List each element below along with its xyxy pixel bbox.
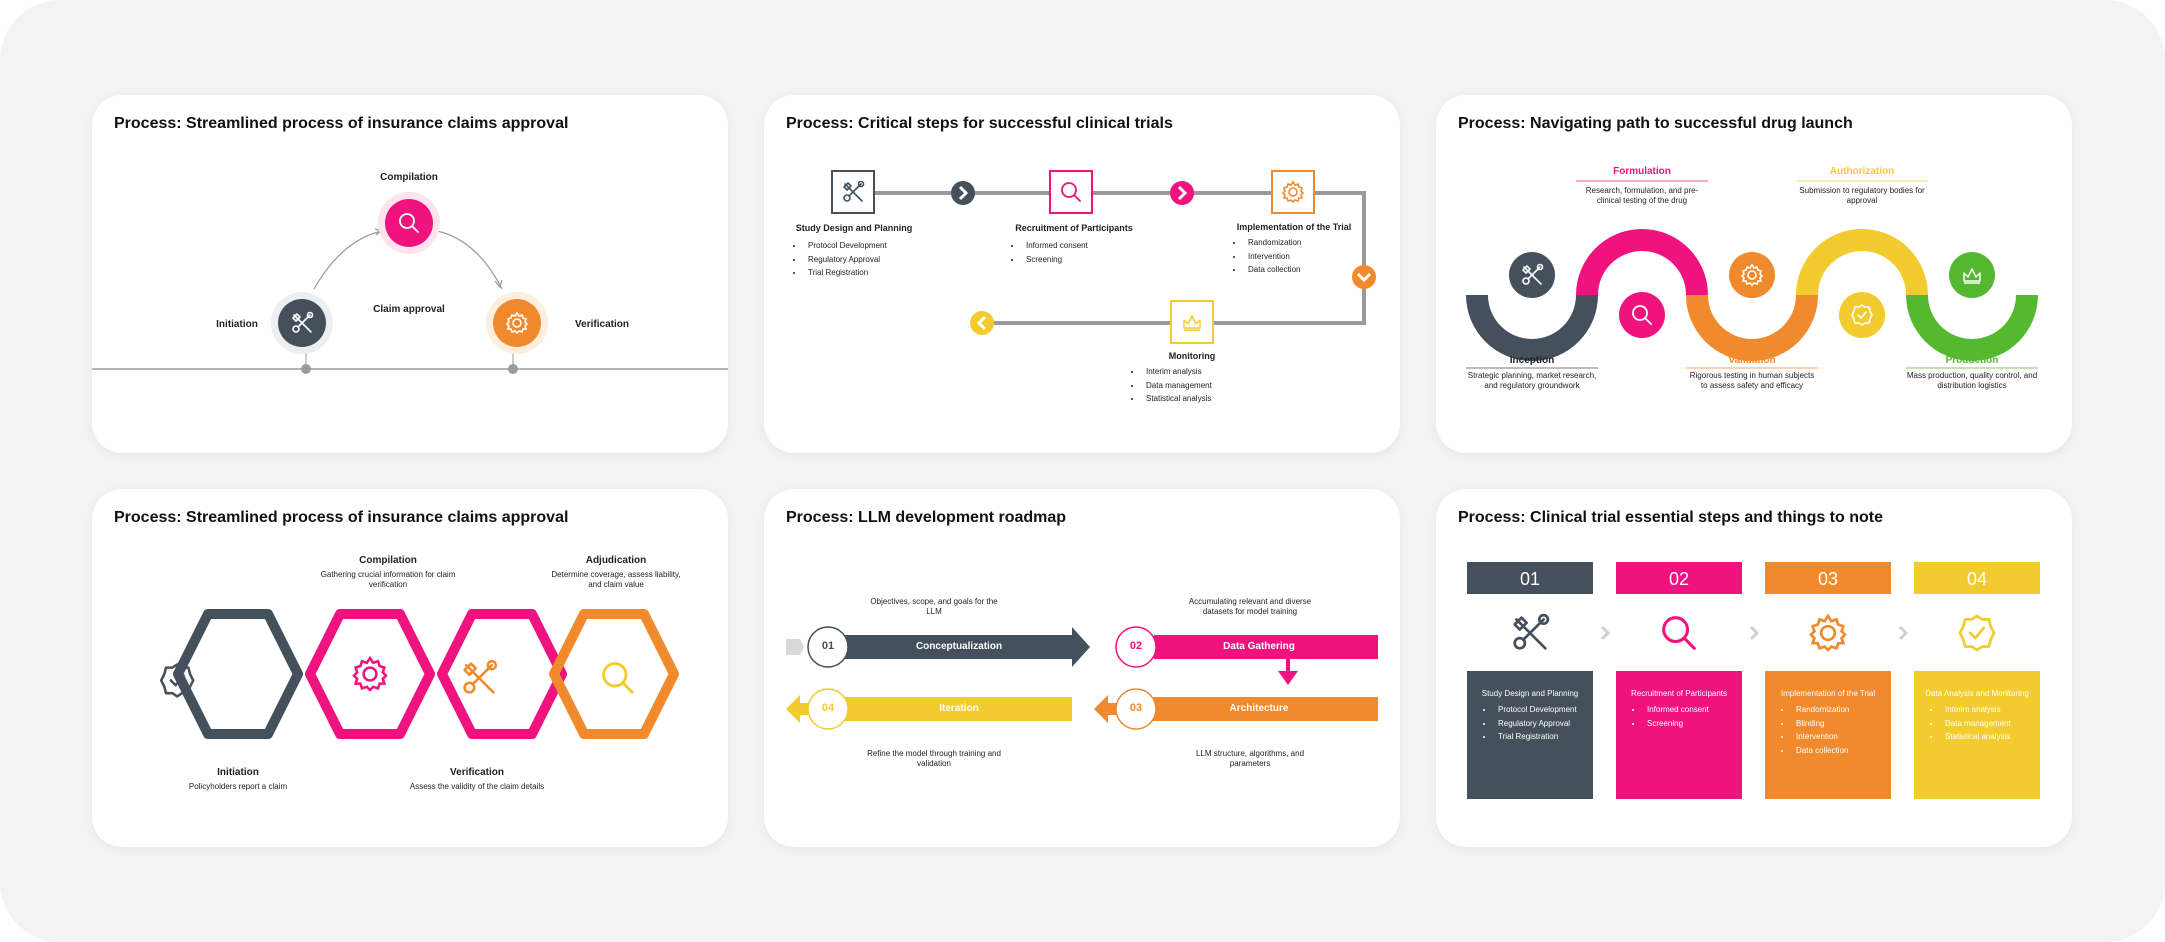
slide-title: Process: Navigating path to successful d… <box>1458 115 1853 132</box>
compilation-circle <box>385 199 433 247</box>
slide-card-6[interactable]: Process: Clinical trial essential steps … <box>1436 489 2072 847</box>
step-label-initiation: Initiation <box>217 767 259 778</box>
slide-card-2[interactable]: Process: Critical steps for successful c… <box>764 95 1400 453</box>
cycle-diagram <box>92 192 728 374</box>
step-label-design: Study Design and Planning <box>1481 689 1579 698</box>
step-num-02: 02 <box>1668 569 1690 589</box>
step-desc-conceptualization: Objectives, scope, and goals for the LLM <box>870 597 998 616</box>
step-columns <box>1467 562 2040 799</box>
implementation-bullets: RandomizationInterventionData collection <box>1230 236 1301 277</box>
step-num-04: 04 <box>821 702 835 714</box>
monitor-box <box>1170 300 1214 344</box>
recruit-box <box>1049 170 1093 214</box>
step-label-conceptualization: Conceptualization <box>915 641 1003 652</box>
step-label-monitoring: Data Analysis and Monitoring <box>1925 689 2029 698</box>
step-desc-data-gathering: Accumulating relevant and diverse datase… <box>1188 597 1312 616</box>
step-desc-inception: Strategic planning, market research, and… <box>1467 371 1597 390</box>
design-bullets: Protocol DevelopmentRegulatory ApprovalT… <box>1480 703 1577 744</box>
hexagon-chain <box>159 609 679 739</box>
roadmap-diagram <box>786 626 1378 730</box>
step-desc-architecture: LLM structure, algorithms, and parameter… <box>1195 749 1305 768</box>
step-desc-authorization: Submission to regulatory bodies for appr… <box>1799 186 1925 205</box>
recruitment-bullets: Informed consentScreening <box>1629 703 1709 730</box>
step-desc-validation: Rigorous testing in human subjects to as… <box>1689 371 1815 390</box>
step-num-01: 01 <box>1519 569 1541 589</box>
step-label-production: Production <box>1945 355 1999 366</box>
step-label-implementation: Implementation of the Trial <box>1780 689 1876 698</box>
slide-title: Process: LLM development roadmap <box>786 509 1067 526</box>
step-label-monitoring: Monitoring <box>1168 351 1216 361</box>
step-label-verification: Verification <box>575 319 629 330</box>
step-num-02: 02 <box>1129 640 1143 652</box>
slide-title: Process: Clinical trial essential steps … <box>1458 509 1883 526</box>
slide-title: Process: Streamlined process of insuranc… <box>114 509 569 526</box>
step-label-compilation: Compilation <box>359 555 417 566</box>
verification-circle <box>493 299 541 347</box>
monitoring-bullets: Interim analysisData managementStatistic… <box>1128 365 1212 406</box>
slide-card-5[interactable]: Process: LLM development roadmap 01 Conc… <box>764 489 1400 847</box>
step-label-recruitment: Recruitment of Participants <box>1630 689 1728 698</box>
step-num-03: 03 <box>1129 702 1143 714</box>
step-label-design: Study Design and Planning <box>795 223 913 233</box>
step-label-validation: Validation <box>1728 355 1776 366</box>
wave-diagram <box>1466 180 2038 369</box>
slide-card-3[interactable]: Process: Navigating path to successful d… <box>1436 95 2072 453</box>
step-label-recruitment: Recruitment of Participants <box>1015 223 1133 233</box>
step-desc-adjudication: Determine coverage, assess liability, an… <box>551 570 681 589</box>
implementation-bullets: RandomizationBlindingInterventionData co… <box>1778 703 1849 757</box>
monitoring-bullets: Interim analysisData managementStatistic… <box>1927 703 2011 744</box>
step-label-initiation: Initiation <box>216 319 258 330</box>
center-label: Claim approval <box>373 304 445 315</box>
step-desc-formulation: Research, formulation, and pre-clinical … <box>1585 186 1699 205</box>
step-label-architecture: Architecture <box>1229 703 1289 714</box>
step-label-implementation: Implementation of the Trial <box>1236 222 1352 232</box>
design-bullets: Protocol DevelopmentRegulatory ApprovalT… <box>790 239 887 280</box>
step-label-formulation: Formulation <box>1613 166 1671 177</box>
step-desc-compilation: Gathering crucial information for claim … <box>320 570 456 589</box>
step-label-data-gathering: Data Gathering <box>1223 641 1295 652</box>
step-label-verification: Verification <box>450 767 504 778</box>
slide-title: Process: Streamlined process of insuranc… <box>114 115 569 132</box>
step-num-03: 03 <box>1817 569 1839 589</box>
step-desc-verification: Assess the validity of the claim details <box>409 782 545 791</box>
step-label-compilation: Compilation <box>380 172 438 183</box>
step-num-01: 01 <box>821 640 835 652</box>
recruitment-bullets: Informed consentScreening <box>1008 239 1088 266</box>
step-label-inception: Inception <box>1509 355 1555 366</box>
slide-title: Process: Critical steps for successful c… <box>786 115 1173 132</box>
step-label-adjudication: Adjudication <box>585 555 647 566</box>
step-num-04: 04 <box>1966 569 1988 589</box>
flow-diagram <box>831 170 1376 344</box>
step-desc-initiation: Policyholders report a claim <box>188 782 288 791</box>
step-label-iteration: Iteration <box>939 703 979 714</box>
step-desc-production: Mass production, quality control, and di… <box>1906 371 2038 390</box>
step-desc-iteration: Refine the model through training and va… <box>867 749 1001 768</box>
implement-box <box>1271 170 1315 214</box>
slide-card-4[interactable]: Process: Streamlined process of insuranc… <box>92 489 728 847</box>
step-label-authorization: Authorization <box>1829 166 1895 177</box>
slide-card-1[interactable]: Process: Streamlined process of insuranc… <box>92 95 728 453</box>
